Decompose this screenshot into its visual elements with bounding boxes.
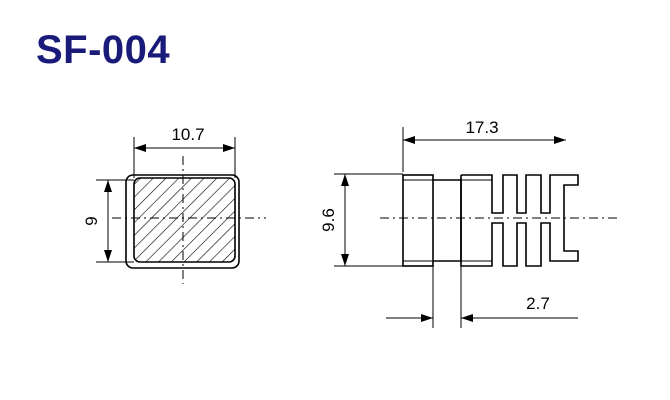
groove-width-label: 2.7 (526, 294, 550, 313)
front-width-label: 10.7 (171, 125, 204, 144)
side-collar-front (402, 174, 434, 267)
front-height-label: 9 (82, 216, 101, 225)
side-height-label: 9.6 (319, 208, 338, 232)
side-view: 17.3 9.6 2.7 (319, 118, 618, 328)
side-length-label: 17.3 (465, 118, 498, 137)
front-view: 10.7 9 (82, 125, 266, 284)
front-hatched-section (133, 177, 236, 263)
side-groove-outline (433, 179, 462, 262)
part-title: SF-004 (36, 28, 171, 72)
side-body-outline (460, 174, 579, 267)
